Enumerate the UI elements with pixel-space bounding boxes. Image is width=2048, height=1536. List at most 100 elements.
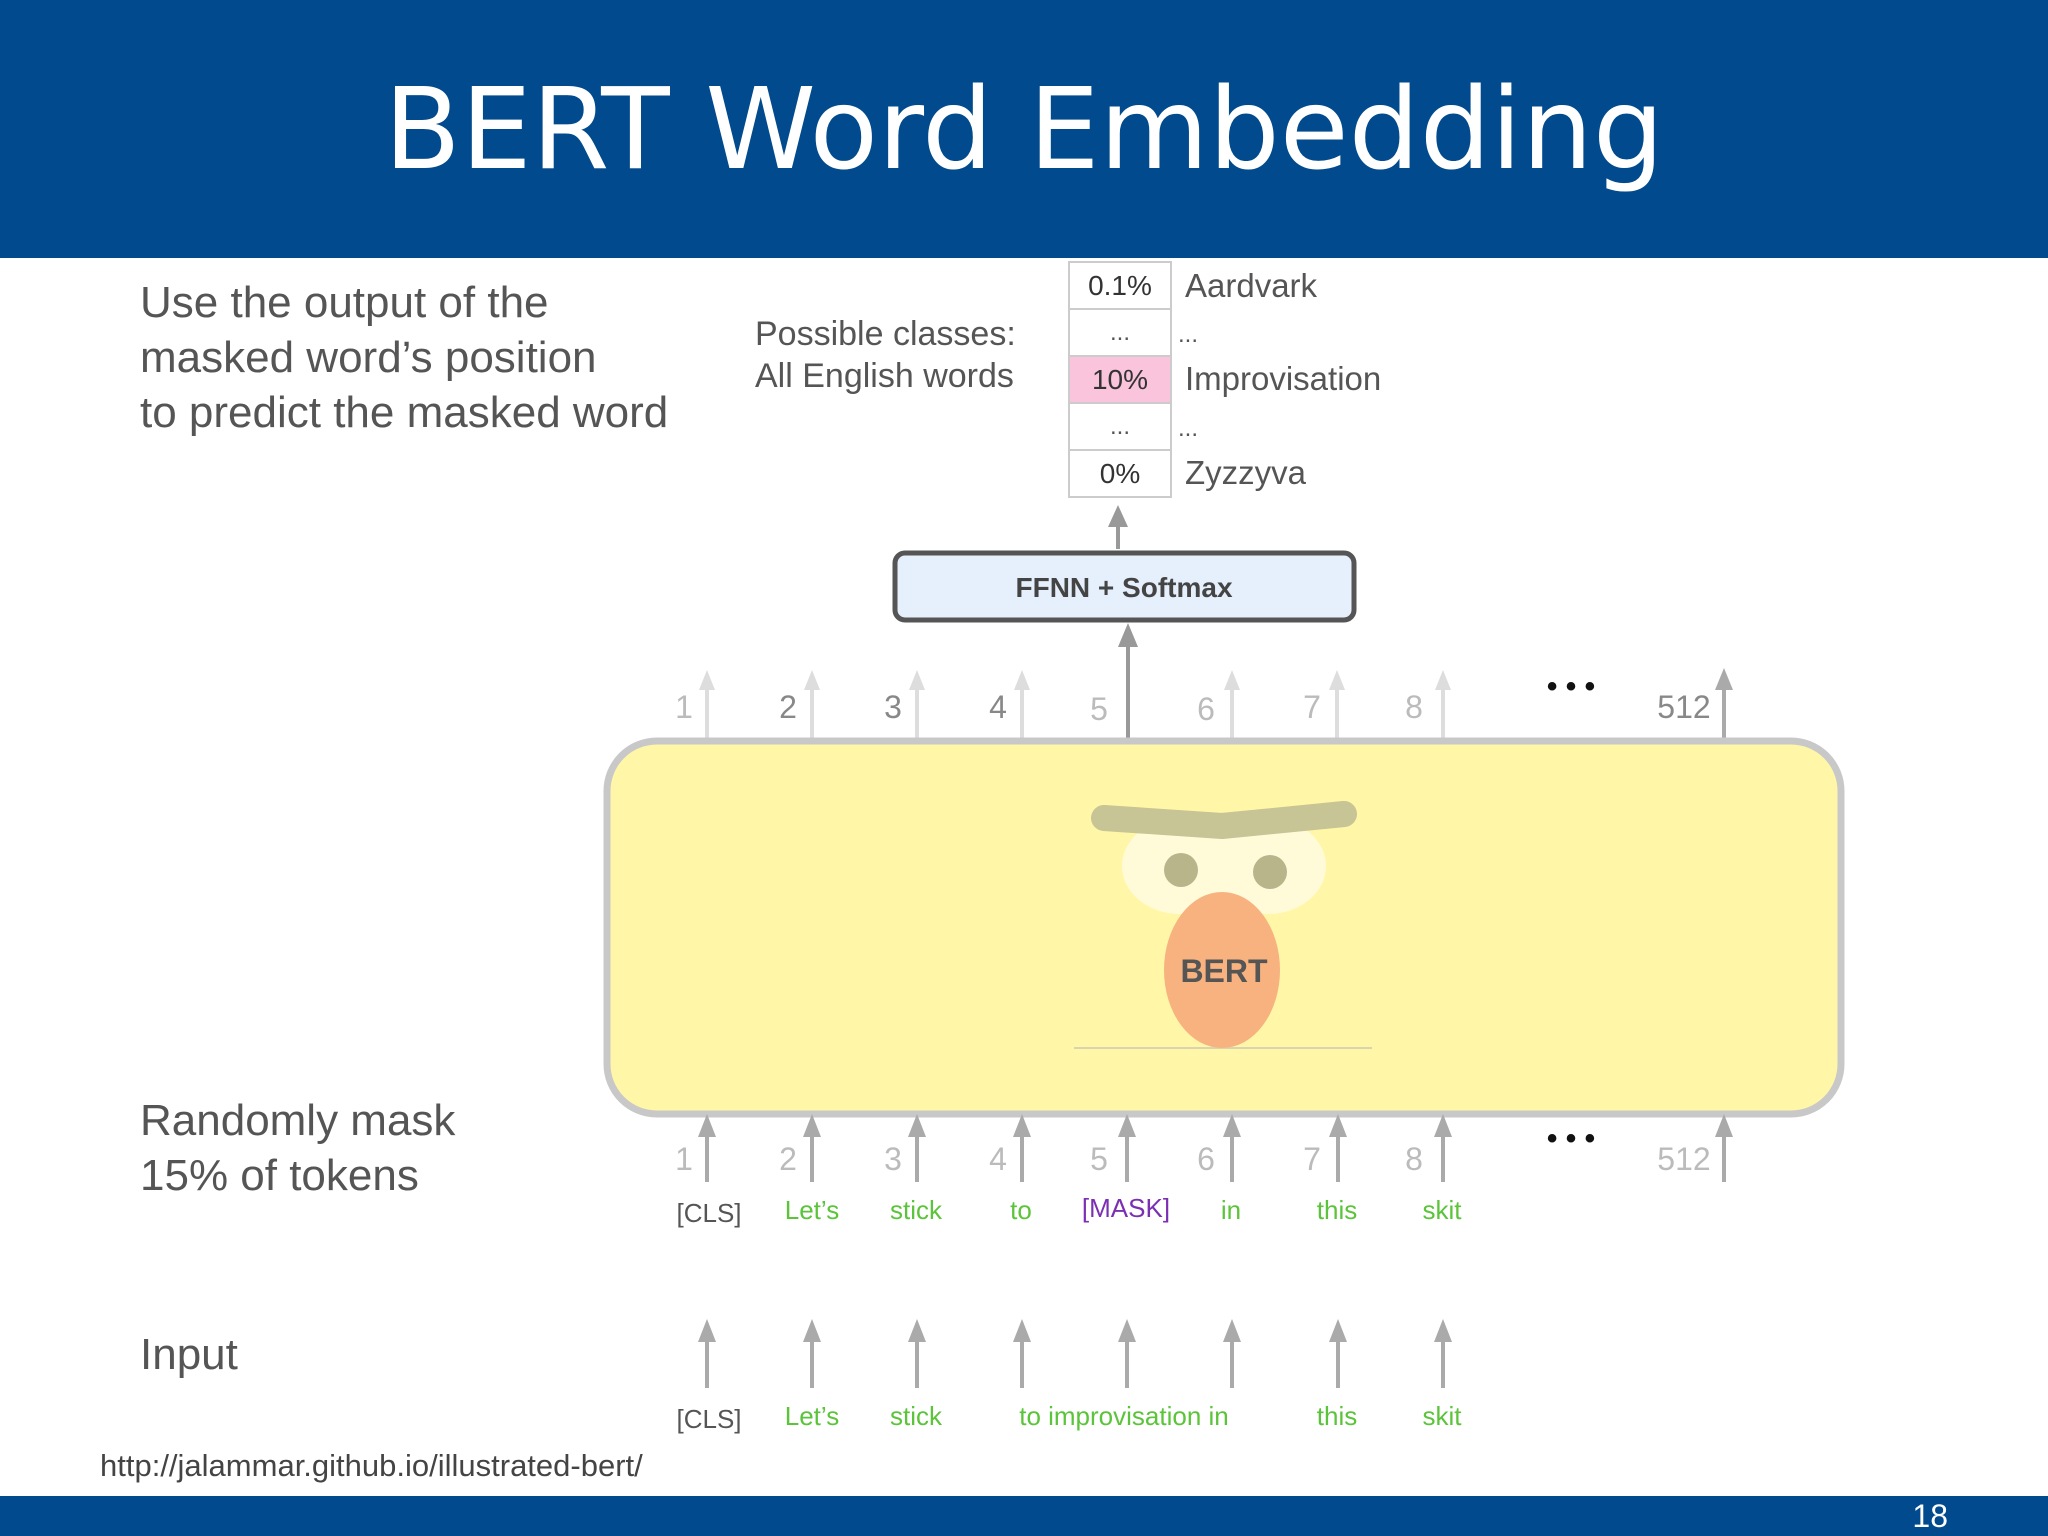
prob-value: ... [1110, 413, 1130, 440]
position-number: 5 [1090, 1141, 1108, 1177]
position-number-512: 512 [1657, 1141, 1710, 1177]
masked-token: this [1317, 1195, 1357, 1225]
output-arrow [1224, 670, 1240, 740]
prob-value: 0.1% [1088, 270, 1152, 301]
prob-value: 10% [1092, 364, 1148, 395]
position-number: 2 [779, 689, 797, 725]
source-link[interactable]: http://jalammar.github.io/illustrated-be… [100, 1448, 643, 1483]
input-arrow [803, 1114, 821, 1182]
masked-token-mask: [MASK] [1082, 1193, 1170, 1223]
position-number: 6 [1197, 1141, 1215, 1177]
output-arrows-top [699, 668, 1733, 740]
raw-input-arrow [908, 1319, 926, 1388]
prob-value: ... [1110, 319, 1130, 346]
page-number: 18 [1912, 1498, 1948, 1534]
prob-cell [1068, 449, 1172, 498]
position-number: 1 [675, 1141, 693, 1177]
input-arrow [1329, 1114, 1347, 1182]
position-number: 8 [1405, 1141, 1423, 1177]
bert-label: BERT [1180, 953, 1268, 989]
position-number-512: 512 [1657, 689, 1710, 725]
masked-token: to [1010, 1195, 1032, 1225]
raw-input-arrow [1223, 1319, 1241, 1388]
output-note-line: to predict the masked word [140, 388, 669, 437]
masked-token: stick [890, 1195, 943, 1225]
position-number: 3 [884, 1141, 902, 1177]
raw-input-arrow [1329, 1319, 1347, 1388]
ellipsis: • • • [1547, 1122, 1595, 1155]
input-arrow [1013, 1114, 1031, 1182]
classes-label: Possible classes: All English words [755, 313, 1016, 397]
classes-label-line: Possible classes: [755, 315, 1016, 353]
class-word: ... [1178, 321, 1198, 348]
position-number: 4 [989, 1141, 1007, 1177]
class-table: 0.1% ... 10% ... 0% Aardvark ... Improvi… [1068, 261, 1381, 498]
bert-face: BERT [1074, 801, 1372, 1049]
input-arrows-model [698, 1114, 1733, 1182]
position-number: 8 [1405, 689, 1423, 725]
pupil [1253, 855, 1287, 889]
mask-note: Randomly mask 15% of tokens [140, 1093, 455, 1203]
eyebrow [1091, 801, 1357, 839]
output-arrow [699, 670, 715, 740]
prob-cell [1068, 261, 1172, 310]
position-number: 3 [884, 689, 902, 725]
position-number: 5 [1090, 691, 1108, 727]
output-note-line: masked word’s position [140, 333, 597, 382]
masked-token: [CLS] [676, 1198, 741, 1228]
ellipsis: • • • [1547, 670, 1595, 703]
input-token: Let’s [785, 1401, 839, 1431]
masked-token: Let’s [785, 1195, 839, 1225]
bert-nose [1164, 892, 1280, 1048]
masked-token: in [1221, 1195, 1241, 1225]
raw-input-arrow [1434, 1319, 1452, 1388]
output-arrow [804, 670, 820, 740]
mask-note-line: 15% of tokens [140, 1151, 419, 1200]
input-arrow [1118, 1114, 1136, 1182]
prob-cell [1068, 402, 1172, 451]
output-note: Use the output of the masked word’s posi… [140, 275, 668, 440]
output-arrow-5 [1118, 623, 1138, 740]
input-tokens: [CLS] Let’s stick to improvisation in th… [676, 1401, 1462, 1434]
position-number: 4 [989, 689, 1007, 725]
slide-title: BERT Word Embedding [383, 65, 1664, 195]
input-label: Input [140, 1330, 238, 1379]
raw-input-arrow [1013, 1319, 1031, 1388]
input-arrow [698, 1114, 716, 1182]
ffnn-softmax-box [892, 550, 1357, 623]
mask-note-line: Randomly mask [140, 1096, 456, 1145]
input-token: stick [890, 1401, 943, 1431]
raw-input-arrow [1118, 1319, 1136, 1388]
input-token: [CLS] [676, 1404, 741, 1434]
classes-label-line: All English words [755, 357, 1014, 395]
prob-cell [1068, 308, 1172, 357]
class-word: ... [1178, 415, 1198, 442]
output-note-line: Use the output of the [140, 278, 549, 327]
position-number: 2 [779, 1141, 797, 1177]
input-arrow [1434, 1114, 1452, 1182]
output-positions: 1 2 3 4 5 6 7 8 • • • 512 [675, 670, 1711, 727]
ffnn-to-table-arrow [1108, 505, 1128, 549]
raw-input-arrow [803, 1319, 821, 1388]
output-arrow [1435, 670, 1451, 740]
class-word: Improvisation [1185, 360, 1381, 397]
input-arrow [1223, 1114, 1241, 1182]
output-arrow-512 [1715, 668, 1733, 740]
raw-input-arrow [698, 1319, 716, 1388]
prob-value: 0% [1100, 458, 1140, 489]
class-word: Aardvark [1185, 267, 1318, 304]
output-arrow [1329, 670, 1345, 740]
input-token: to improvisation in [1019, 1401, 1229, 1431]
ffnn-softmax-label: FFNN + Softmax [1015, 572, 1232, 603]
position-number: 1 [675, 689, 693, 725]
output-arrow [1014, 670, 1030, 740]
class-word: Zyzzyva [1185, 454, 1307, 491]
input-arrow-512 [1715, 1114, 1733, 1182]
input-token: this [1317, 1401, 1357, 1431]
position-number: 7 [1303, 1141, 1321, 1177]
input-arrow [908, 1114, 926, 1182]
input-positions: 1 2 3 4 5 6 7 8 • • • 512 [675, 1122, 1711, 1177]
footer-bar: 18 [0, 1496, 2048, 1536]
title-bar: BERT Word Embedding [0, 0, 2048, 258]
